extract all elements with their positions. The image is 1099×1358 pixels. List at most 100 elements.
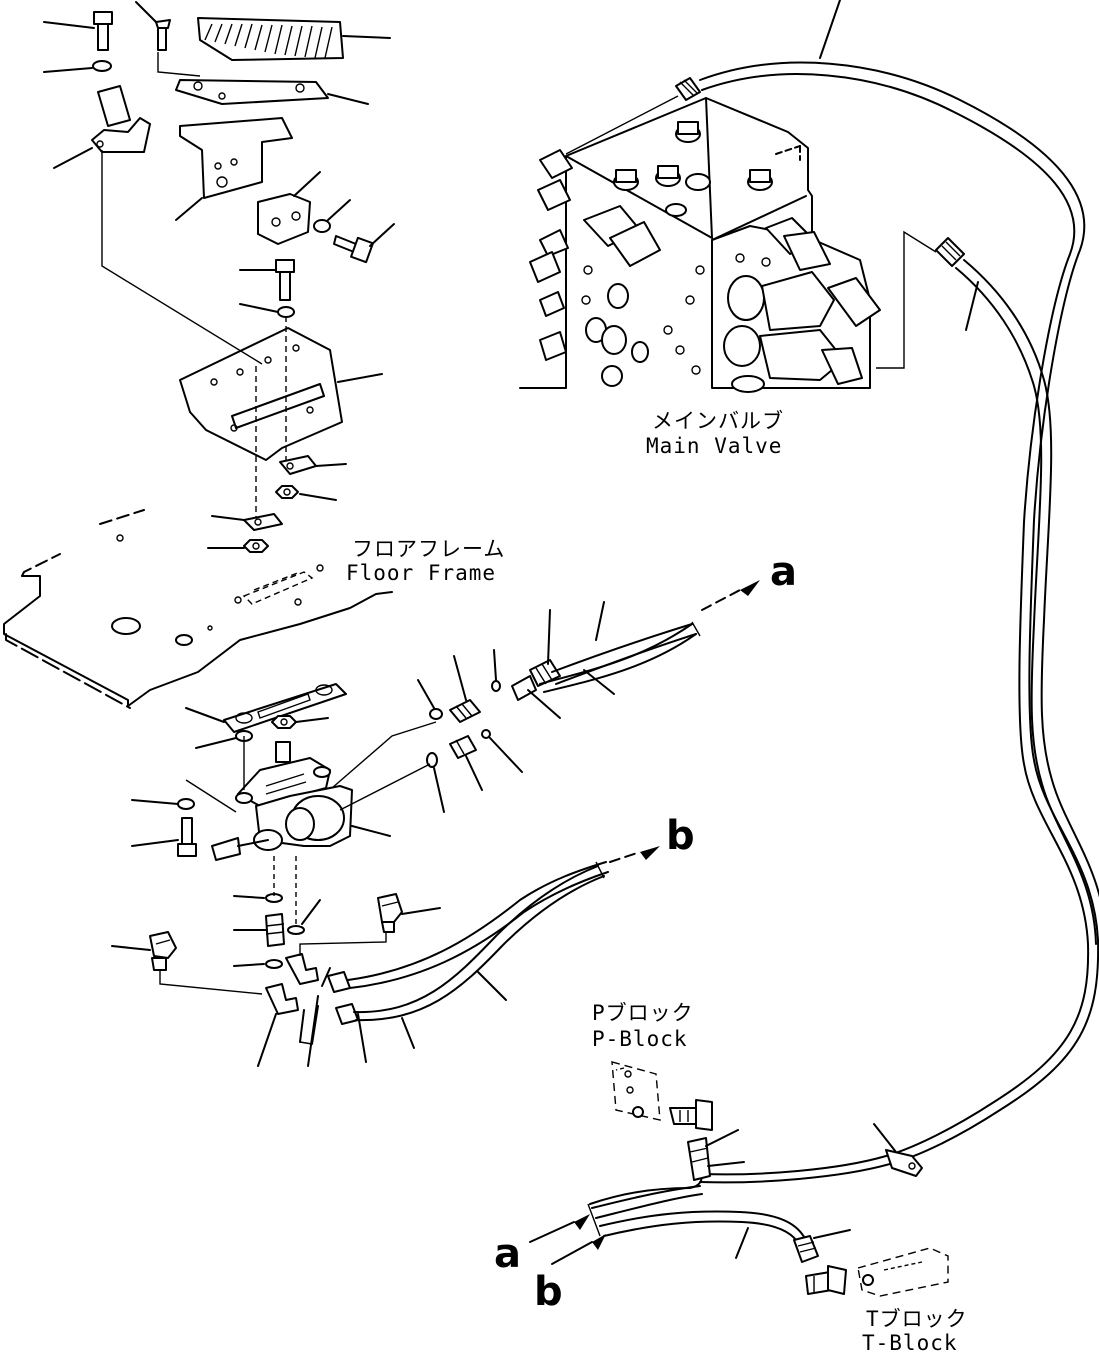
leader-t-block-hose-end	[813, 1229, 851, 1239]
leader-countersunk-screw	[135, 1, 157, 23]
left-side-fitting	[149, 931, 177, 971]
main-valve-label-jp: メインバルブ	[652, 409, 784, 433]
leader-hose-b-fitting	[357, 1013, 367, 1063]
oring-a	[429, 708, 443, 720]
ppc-valve	[235, 741, 353, 851]
hose-to-b	[327, 861, 609, 1025]
leader-block-washer	[327, 199, 351, 221]
leader-lower-oring-2	[301, 899, 321, 925]
leader-oring-d	[489, 737, 523, 773]
connector-a-bottom: a	[494, 1231, 521, 1277]
leader-hose-to-a-2	[583, 669, 615, 695]
lower-adapter	[265, 913, 285, 947]
plate-clip-left	[243, 513, 283, 531]
plate-washer	[277, 306, 295, 318]
leader-p-block-hose-end-2	[707, 1161, 745, 1167]
arrow-b-bottom-line	[551, 1241, 593, 1265]
leader-top-washer	[43, 67, 93, 73]
block-bolt	[333, 235, 374, 264]
leader-oring-a	[417, 679, 435, 709]
leader-pedal-bracket	[175, 197, 203, 221]
connector-b-top: b	[666, 813, 695, 859]
hose-to-a	[539, 621, 701, 693]
p-block-label-jp: Pブロック	[592, 1001, 694, 1025]
t-block-label-jp: Tブロック	[866, 1307, 968, 1331]
p-block	[611, 1061, 661, 1121]
right-side-fitting	[377, 893, 403, 933]
leader-block-bolt	[369, 223, 395, 247]
leader-hose-band	[307, 995, 319, 1067]
hose-clamp	[885, 1149, 923, 1177]
main-valve-hose-upper	[675, 61, 1099, 1184]
lower-oring-3	[265, 959, 283, 969]
t-block-label-en: T-Block	[862, 1331, 958, 1355]
assembly-line-hinge	[101, 150, 263, 365]
leader-hose-b-upper	[477, 971, 507, 1001]
body-bolt	[177, 817, 197, 857]
arrow-a-dash	[701, 589, 741, 611]
assembly-line-left-fitting	[159, 970, 263, 995]
lower-oring-2	[287, 925, 305, 935]
pedal-block	[257, 193, 311, 245]
t-block-fitting	[805, 1265, 847, 1295]
pedal-base-plate	[179, 327, 343, 461]
leader-lower-elbow-2	[257, 1013, 277, 1067]
floor-frame-label-en: Floor Frame	[346, 561, 497, 585]
arrow-a-bottom-head	[574, 1214, 590, 1230]
leader-plate-clip-right	[315, 463, 347, 467]
leader-oring-b	[493, 649, 497, 681]
connector-b-bottom: b	[534, 1269, 563, 1315]
assembly-line-port-b	[339, 763, 431, 811]
floor-frame-label-jp: フロアフレーム	[352, 537, 506, 561]
leader-pedal-base-plate	[337, 373, 383, 383]
main-valve-hose-lower	[935, 237, 1099, 945]
leader-ppc-valve	[351, 825, 391, 837]
block-washer	[313, 219, 331, 233]
leader-valve-nut	[295, 717, 329, 723]
body-washer	[177, 798, 195, 810]
leader-p-block-hose-end	[705, 1129, 739, 1147]
main-valve-label-en: Main Valve	[646, 434, 783, 458]
leader-main-valve-hose-lower	[965, 281, 979, 331]
arrow-b-head	[640, 846, 660, 860]
leader-hose-b-lower	[401, 1017, 415, 1049]
assembly-line-port-a	[331, 721, 437, 789]
leader-pedal-plate	[327, 93, 369, 105]
hose-fitting-upper	[511, 659, 561, 701]
leader-plate-nut-right	[299, 493, 337, 501]
leader-hose-fitting-lower	[527, 689, 561, 719]
leader-adapter-a	[453, 655, 467, 701]
oring-d	[481, 729, 491, 739]
leader-pedal-hinge	[53, 147, 93, 169]
main-valve	[519, 97, 881, 393]
valve-nut	[271, 715, 297, 729]
adapter-a	[449, 699, 481, 723]
bottom-hose-bundle	[587, 1171, 807, 1247]
leader-valve-gasket	[185, 707, 225, 723]
lower-elbow-2	[265, 983, 299, 1015]
arrow-b-dash	[609, 851, 641, 863]
p-block-label-en: P-Block	[592, 1027, 688, 1051]
leader-valve-washer	[195, 737, 237, 749]
assembly-line-right-fitting	[299, 932, 387, 956]
leader-plate-clip-left	[211, 515, 245, 521]
p-block-fitting	[669, 1099, 713, 1131]
connector-a-top: a	[770, 549, 797, 595]
leader-elbow-1	[321, 967, 331, 987]
t-block	[857, 1247, 949, 1297]
leader-plate-washer	[239, 303, 279, 313]
leader-hose-clamp	[873, 1123, 897, 1153]
lower-elbow-1	[285, 953, 319, 985]
leader-body-bolt	[131, 839, 179, 847]
assembly-line-body	[185, 779, 237, 813]
leader-lower-oring-3	[233, 963, 265, 967]
leader-lower-oring-1	[233, 895, 265, 899]
leader-left-side-fitting	[111, 945, 151, 951]
arrow-a-head	[740, 580, 760, 596]
leader-oring-c	[433, 767, 445, 813]
pedal-plate	[175, 79, 329, 105]
arrow-a-bottom-line	[529, 1221, 575, 1243]
pedal-pad	[197, 17, 344, 61]
